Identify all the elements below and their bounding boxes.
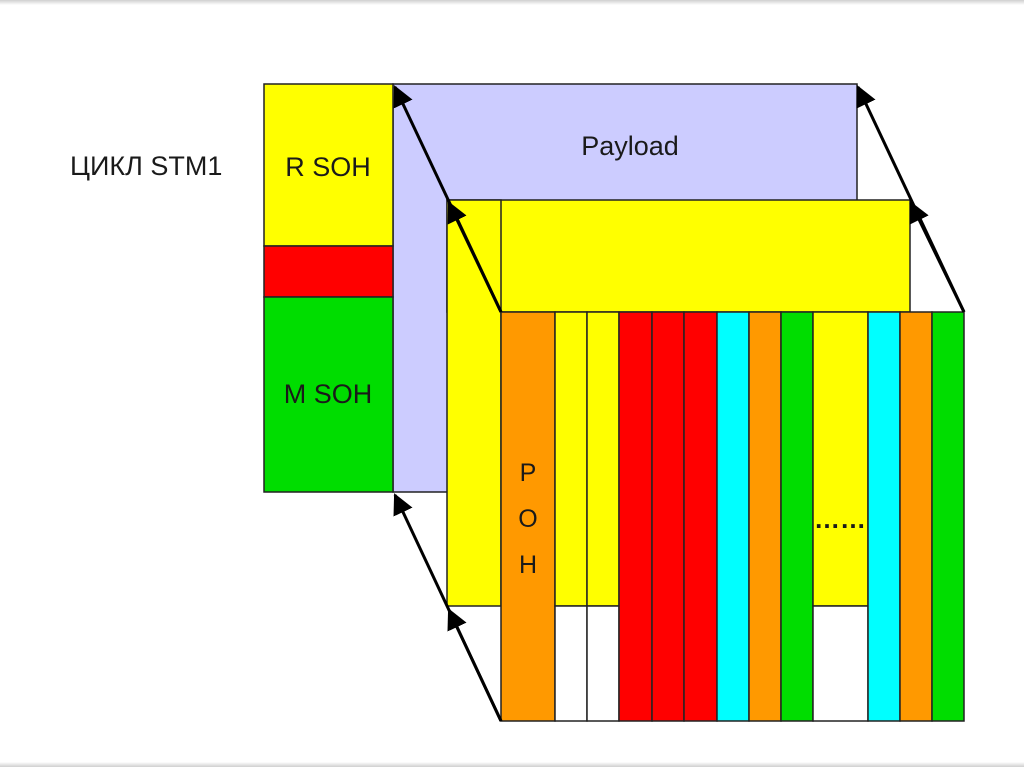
- container-left-face: [446, 199, 502, 607]
- poh-letter-o: O: [518, 505, 537, 533]
- payload-column: [748, 311, 782, 722]
- arrow-inner-top-left: [447, 201, 503, 313]
- fixed-stuff-column: [586, 311, 620, 607]
- payload-column: [867, 311, 901, 722]
- arrow-inner-bottom-left: [447, 608, 503, 722]
- m-soh-label: M SOH: [284, 379, 373, 409]
- column-blank-cell: [586, 605, 620, 722]
- bottom-border: [0, 762, 1024, 767]
- payload-column: [683, 311, 718, 722]
- column-blank-cell: [554, 605, 588, 722]
- diagram-title: ЦИКЛ STM1: [70, 151, 222, 181]
- au-pointer-block: [263, 245, 394, 298]
- gap-column: [812, 311, 869, 607]
- payload-column: [899, 311, 933, 722]
- column-blank-cell: [812, 605, 869, 722]
- payload-column: [651, 311, 685, 722]
- poh-letter-p: P: [520, 459, 537, 487]
- payload-column: [716, 311, 750, 722]
- payload-columns: [500, 311, 965, 722]
- m-soh-block: [263, 296, 394, 493]
- arrow-inner-top-right: [909, 201, 966, 313]
- fixed-stuff-column: [554, 311, 588, 607]
- poh-letter-h: H: [519, 551, 537, 579]
- container-top-face: [446, 199, 911, 313]
- mapping-arrows: [393, 85, 966, 722]
- r-soh-block: [263, 83, 394, 247]
- more-columns-ellipsis: ……: [814, 504, 866, 534]
- payload-label: Payload: [581, 131, 679, 161]
- payload-column: [618, 311, 653, 722]
- poh-column: [500, 311, 556, 722]
- payload-column: [780, 311, 814, 722]
- r-soh-label: R SOH: [285, 152, 371, 182]
- payload-column: [931, 311, 965, 722]
- top-border: [0, 0, 1024, 5]
